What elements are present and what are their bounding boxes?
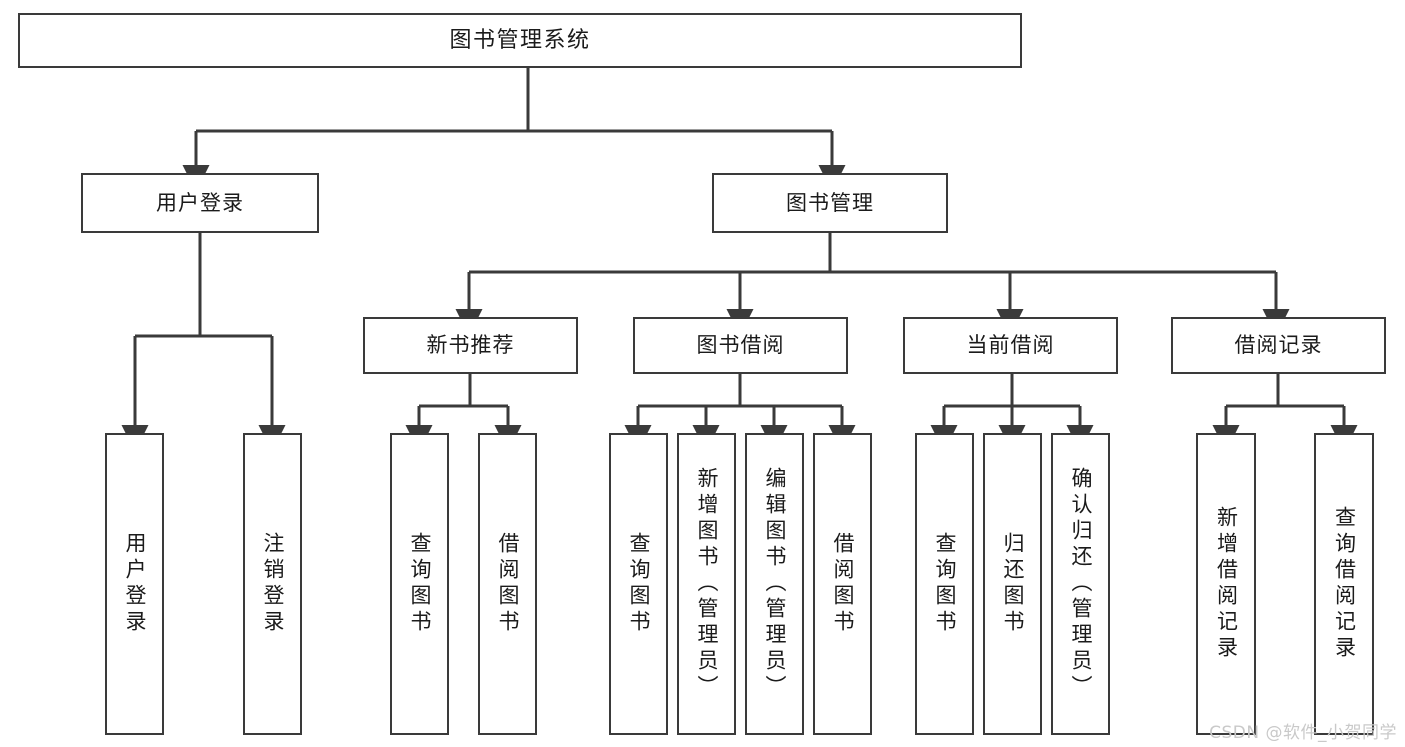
leaf-edit-book-admin[interactable]: 编辑图书（管理员） xyxy=(745,433,804,735)
leaf-borrow-book[interactable]: 借阅图书 xyxy=(813,433,872,735)
node-label: 查询借阅记录 xyxy=(1332,506,1357,662)
leaf-add-book-admin[interactable]: 新增图书（管理员） xyxy=(677,433,736,735)
node-label: 注销登录 xyxy=(261,532,285,636)
leaf-query-book-recommend[interactable]: 查询图书 xyxy=(390,433,449,735)
node-label: 归还图书 xyxy=(1001,532,1025,636)
node-label: 图书管理系统 xyxy=(449,27,591,53)
node-label: 当前借阅 xyxy=(966,333,1055,358)
leaf-borrow-book-recommend[interactable]: 借阅图书 xyxy=(478,433,537,735)
node-label: 新增图书（管理员） xyxy=(695,467,719,701)
node-label: 确认归还（管理员） xyxy=(1069,467,1093,701)
leaf-user-login[interactable]: 用户登录 xyxy=(105,433,164,735)
node-label: 图书管理 xyxy=(786,190,874,215)
leaf-query-book-borrow[interactable]: 查询图书 xyxy=(609,433,668,735)
node-book-management[interactable]: 图书管理 xyxy=(712,173,948,233)
leaf-confirm-return-admin[interactable]: 确认归还（管理员） xyxy=(1051,433,1110,735)
leaf-logout[interactable]: 注销登录 xyxy=(243,433,302,735)
node-current-borrow[interactable]: 当前借阅 xyxy=(903,317,1118,374)
node-label: 借阅记录 xyxy=(1234,333,1323,358)
leaf-query-borrow-record[interactable]: 查询借阅记录 xyxy=(1314,433,1374,735)
node-new-book-recommend[interactable]: 新书推荐 xyxy=(363,317,578,374)
leaf-query-book-current[interactable]: 查询图书 xyxy=(915,433,974,735)
node-label: 编辑图书（管理员） xyxy=(763,467,787,701)
node-label: 借阅图书 xyxy=(831,532,855,636)
node-label: 用户登录 xyxy=(156,190,244,215)
node-label: 新书推荐 xyxy=(426,333,515,358)
node-label: 借阅图书 xyxy=(496,532,520,636)
leaf-return-book[interactable]: 归还图书 xyxy=(983,433,1042,735)
node-label: 查询图书 xyxy=(408,532,432,636)
node-user-login[interactable]: 用户登录 xyxy=(81,173,319,233)
node-root-system[interactable]: 图书管理系统 xyxy=(18,13,1022,68)
csdn-watermark: CSDN @软件_小贺同学 xyxy=(1209,723,1397,743)
node-borrow-record[interactable]: 借阅记录 xyxy=(1171,317,1386,374)
node-label: 图书借阅 xyxy=(696,333,785,358)
leaf-add-borrow-record[interactable]: 新增借阅记录 xyxy=(1196,433,1256,735)
node-label: 查询图书 xyxy=(933,532,957,636)
node-book-borrow[interactable]: 图书借阅 xyxy=(633,317,848,374)
node-label: 新增借阅记录 xyxy=(1214,506,1239,662)
node-label: 查询图书 xyxy=(627,532,651,636)
node-label: 用户登录 xyxy=(123,532,147,636)
